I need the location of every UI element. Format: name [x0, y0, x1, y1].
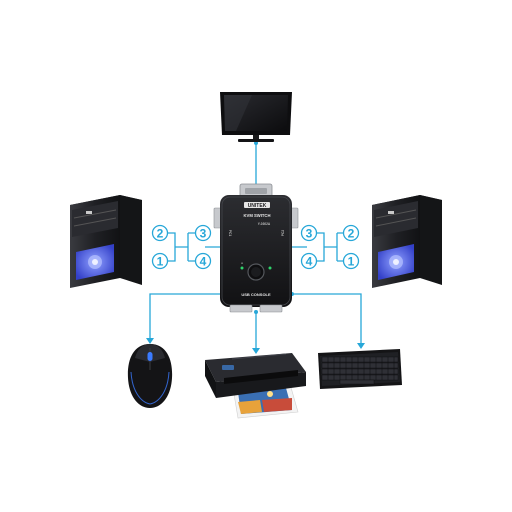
port-number-label: 2 [157, 227, 164, 241]
mouse-link-line [149, 293, 222, 340]
switch-pc1-label: PC1 [228, 230, 232, 236]
mouse-icon [127, 344, 173, 408]
svg-text:●: ● [241, 261, 243, 265]
monitor-icon [220, 92, 292, 142]
left-desktop-tower [70, 195, 142, 288]
switch-brand-label: UNITEK [248, 203, 267, 209]
connector-lines [149, 143, 362, 350]
keyboard-arrow-head [357, 343, 365, 349]
port-number-label: 1 [348, 255, 355, 269]
left-pc-port-numbers: 2 1 3 4 [151, 224, 212, 270]
switch-pc2-label: PC2 [281, 230, 285, 236]
port-number-label: 4 [306, 255, 313, 269]
port-number-label: 2 [348, 227, 355, 241]
port-number-label: 3 [200, 227, 207, 241]
right-pc-bracket-line [316, 232, 344, 262]
left-pc-bracket-line [168, 232, 196, 262]
switch-submodel-label: Y-0302A [258, 222, 271, 226]
port-number-label: 3 [306, 227, 313, 241]
keyboard-link-line [292, 293, 362, 345]
printer-start-dot [254, 310, 258, 314]
kvm-switch-device: UNITEK KVM SWITCH Y-0302A PC1 PC2 ● USB … [213, 183, 299, 313]
right-desktop-tower [372, 195, 442, 288]
switch-model-label: KVM SWITCH [244, 213, 271, 218]
port-number-label: 1 [157, 255, 164, 269]
mouse-arrow-head [146, 338, 154, 344]
port-number-label: 4 [200, 255, 207, 269]
right-pc-port-numbers: 3 4 2 1 [300, 224, 360, 270]
printer-arrow-head [252, 348, 260, 354]
printer-icon [205, 353, 306, 419]
switch-console-label: USB CONSOLE [241, 292, 271, 297]
keyboard-icon [318, 349, 402, 389]
